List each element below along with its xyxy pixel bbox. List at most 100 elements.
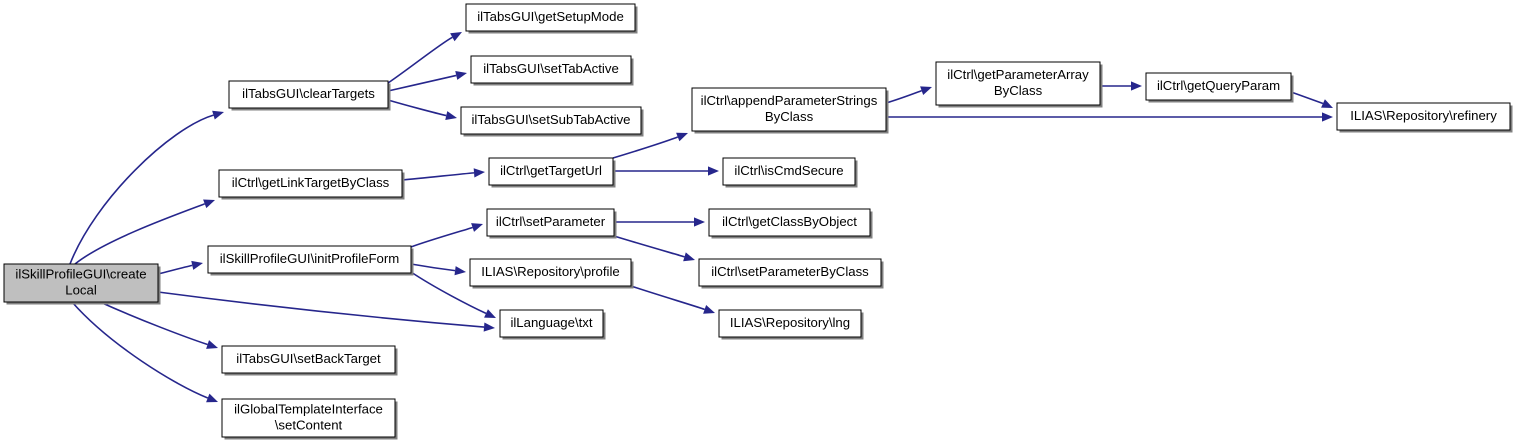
edge-arrowhead — [445, 111, 457, 121]
edge-line — [157, 264, 193, 275]
node-refinery[interactable]: ILIAS\Repository\refinery — [1336, 102, 1513, 133]
node-langTxt[interactable]: ilLanguage\txt — [499, 309, 606, 340]
node-box[interactable] — [499, 309, 604, 338]
edge-line — [74, 203, 205, 265]
call-edge — [630, 285, 715, 314]
node-profile[interactable]: ILIAS\Repository\profile — [469, 258, 634, 289]
node-box[interactable] — [221, 398, 396, 438]
call-edge — [410, 271, 496, 318]
call-edge — [71, 301, 218, 403]
call-edge — [410, 223, 483, 248]
node-box[interactable] — [1145, 72, 1292, 101]
edge-arrowhead — [708, 166, 719, 176]
node-box[interactable] — [470, 55, 632, 84]
node-label: ByClass — [994, 83, 1043, 98]
node-box[interactable] — [488, 157, 614, 186]
node-setTabActive[interactable]: ilTabsGUI\setTabActive — [470, 55, 634, 86]
edge-arrowhead — [703, 305, 715, 314]
node-label: ilTabsGUI\setBackTarget — [236, 351, 381, 366]
node-label: ilSkillProfileGUI\create — [15, 266, 146, 281]
node-label: ILIAS\Repository\lng — [730, 315, 850, 330]
node-label: ilCtrl\getQueryParam — [1157, 78, 1280, 93]
node-box[interactable] — [460, 106, 642, 135]
edge-line — [387, 36, 453, 84]
node-label: ilTabsGUI\setSubTabActive — [471, 112, 630, 127]
node-box[interactable] — [486, 208, 615, 237]
node-label: ilCtrl\appendParameterStrings — [701, 93, 878, 108]
node-isCmdSecure[interactable]: ilCtrl\isCmdSecure — [722, 157, 858, 188]
edge-line — [71, 301, 209, 399]
node-getLinkTargetByClass[interactable]: ilCtrl\getLinkTargetByClass — [218, 169, 405, 200]
node-box[interactable] — [221, 345, 396, 374]
node-getQueryParam[interactable]: ilCtrl\getQueryParam — [1145, 72, 1294, 103]
node-getSetupMode[interactable]: ilTabsGUI\getSetupMode — [465, 3, 638, 34]
node-box[interactable] — [935, 61, 1101, 106]
call-edge — [886, 112, 1333, 122]
node-initProfileForm[interactable]: ilSkillProfileGUI\initProfileForm — [207, 245, 414, 276]
edge-arrowhead — [920, 86, 932, 96]
edge-arrowhead — [484, 309, 496, 318]
node-label: ilTabsGUI\setTabActive — [483, 61, 619, 76]
node-clearTargets[interactable]: ilTabsGUI\clearTargets — [228, 80, 391, 111]
edge-line — [410, 226, 473, 248]
node-setParameterByClass[interactable]: ilCtrl\setParameterByClass — [698, 258, 884, 289]
edges-layer — [69, 32, 1333, 403]
node-box[interactable] — [1336, 102, 1511, 131]
call-edge — [410, 263, 466, 276]
node-label: ilTabsGUI\getSetupMode — [477, 9, 624, 24]
edge-arrowhead — [1321, 99, 1333, 108]
edge-arrowhead — [450, 32, 462, 42]
node-box[interactable] — [207, 245, 412, 274]
node-box[interactable] — [708, 208, 871, 237]
node-box[interactable] — [218, 169, 403, 198]
node-getTargetUrl[interactable]: ilCtrl\getTargetUrl — [488, 157, 616, 188]
call-edge — [387, 32, 462, 84]
edge-arrowhead — [212, 110, 224, 120]
node-label: ILIAS\Repository\refinery — [1350, 108, 1497, 123]
node-box[interactable] — [698, 258, 882, 287]
node-box[interactable] — [691, 87, 887, 132]
call-edge — [157, 260, 203, 275]
node-label: ByClass — [765, 109, 814, 124]
node-box[interactable] — [465, 3, 636, 32]
edge-line — [630, 285, 705, 311]
node-setSubTabActive[interactable]: ilTabsGUI\setSubTabActive — [460, 106, 644, 137]
node-repoLng[interactable]: ILIAS\Repository\lng — [718, 309, 864, 340]
call-edge — [614, 217, 705, 227]
edge-line — [387, 99, 447, 117]
edge-arrowhead — [1131, 81, 1142, 91]
node-label: ilCtrl\getParameterArray — [947, 67, 1089, 82]
edge-arrowhead — [694, 217, 705, 227]
node-box[interactable] — [722, 157, 856, 186]
node-label: ilCtrl\setParameterByClass — [711, 264, 869, 279]
call-edge — [387, 99, 457, 121]
node-label: ilCtrl\getTargetUrl — [500, 163, 602, 178]
edge-arrowhead — [206, 340, 218, 349]
edge-arrowhead — [676, 132, 688, 142]
node-label: Local — [65, 282, 97, 297]
node-box[interactable] — [469, 258, 632, 287]
node-box[interactable] — [3, 263, 159, 303]
node-label: ilCtrl\getLinkTargetByClass — [232, 175, 390, 190]
call-edge — [885, 86, 932, 104]
edge-line — [885, 89, 922, 104]
node-box[interactable] — [718, 309, 862, 338]
call-edge — [613, 235, 695, 262]
edge-line — [69, 114, 214, 265]
node-setBackTarget[interactable]: ilTabsGUI\setBackTarget — [221, 345, 398, 376]
call-edge — [612, 166, 719, 176]
node-box[interactable] — [228, 80, 389, 109]
node-label: ilSkillProfileGUI\initProfileForm — [220, 251, 400, 266]
node-setParameter[interactable]: ilCtrl\setParameter — [486, 208, 617, 239]
call-edge — [612, 132, 688, 159]
node-getClassByObject[interactable]: ilCtrl\getClassByObject — [708, 208, 873, 239]
call-edge — [1099, 81, 1142, 91]
node-setContent[interactable]: ilGlobalTemplateInterface\setContent — [221, 398, 398, 440]
edge-line — [387, 74, 457, 92]
edge-arrowhead — [471, 223, 483, 232]
